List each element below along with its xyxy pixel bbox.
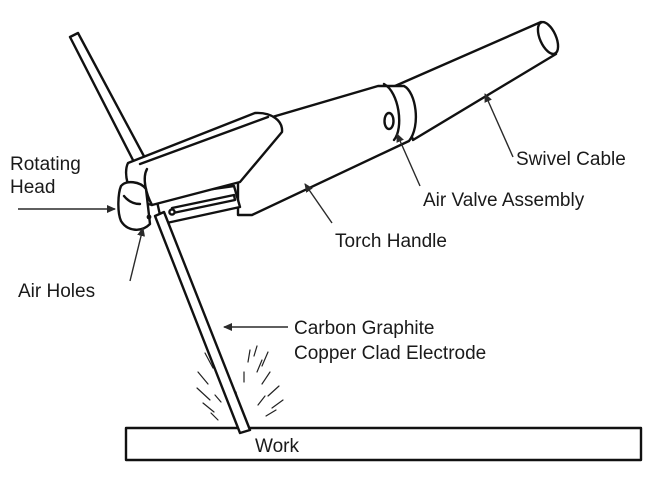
leader-torch-handle (304, 183, 333, 224)
rotating-head (117, 111, 284, 231)
work-plate (124, 426, 643, 462)
label-swivel-cable: Swivel Cable (516, 149, 626, 170)
swivel-cable (393, 20, 560, 142)
leader-air-holes (129, 227, 145, 282)
label-torch-handle: Torch Handle (335, 231, 447, 252)
label-line: Copper Clad Electrode (294, 343, 486, 364)
leader-swivel-cable (484, 93, 514, 158)
label-line: Rotating (10, 154, 81, 175)
label-line: Carbon Graphite (294, 318, 434, 339)
torch-handle (236, 82, 418, 217)
leaders (18, 93, 514, 331)
air-valve-knob (383, 111, 395, 131)
label-air-holes: Air Holes (18, 281, 95, 302)
upright-rod (68, 31, 148, 168)
label-line: Head (10, 177, 55, 198)
label-air-valve: Air Valve Assembly (423, 190, 585, 211)
leader-air-valve (396, 133, 421, 187)
label-work: Work (255, 436, 299, 457)
electrode (153, 210, 252, 435)
